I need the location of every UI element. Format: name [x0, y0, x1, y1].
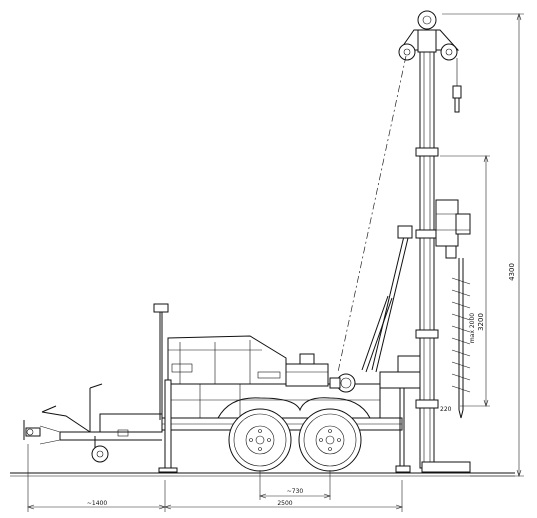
mast-head	[398, 10, 460, 61]
ground-line	[10, 472, 515, 477]
dim-total-height-label: 4300	[508, 263, 516, 281]
lift-cylinder	[371, 225, 413, 373]
rotary-head	[435, 199, 471, 259]
hoist-hook	[452, 58, 462, 113]
dim-wheel-spacing	[259, 470, 331, 500]
wheel-rear	[298, 408, 362, 472]
control-post	[153, 303, 169, 420]
mast-base	[379, 355, 421, 473]
hitch-box	[41, 383, 163, 437]
dim-total-height	[442, 13, 524, 477]
fender	[217, 397, 371, 419]
wheel-front	[228, 408, 292, 472]
dim-auger-label: 3200	[477, 313, 485, 331]
dim-drawbar-length-label: ~1400	[87, 500, 107, 507]
support-strut	[361, 295, 393, 373]
auger	[451, 258, 471, 419]
dim-clearance-label: 220	[440, 406, 452, 413]
dim-trailer-length-label: 2500	[277, 500, 292, 507]
dim-stroke-label: max 2000	[469, 313, 476, 343]
hydraulic-tank	[285, 353, 329, 387]
jockey-wheel	[91, 436, 109, 463]
front-outrigger	[158, 379, 178, 473]
dim-stroke	[440, 155, 490, 407]
dim-drawbar-length	[27, 444, 166, 512]
engine-housing	[167, 335, 287, 385]
mast	[415, 47, 471, 473]
rope-line	[337, 55, 407, 373]
dim-wheel-spacing-label: ~730	[287, 488, 304, 495]
pump-unit	[329, 373, 356, 393]
